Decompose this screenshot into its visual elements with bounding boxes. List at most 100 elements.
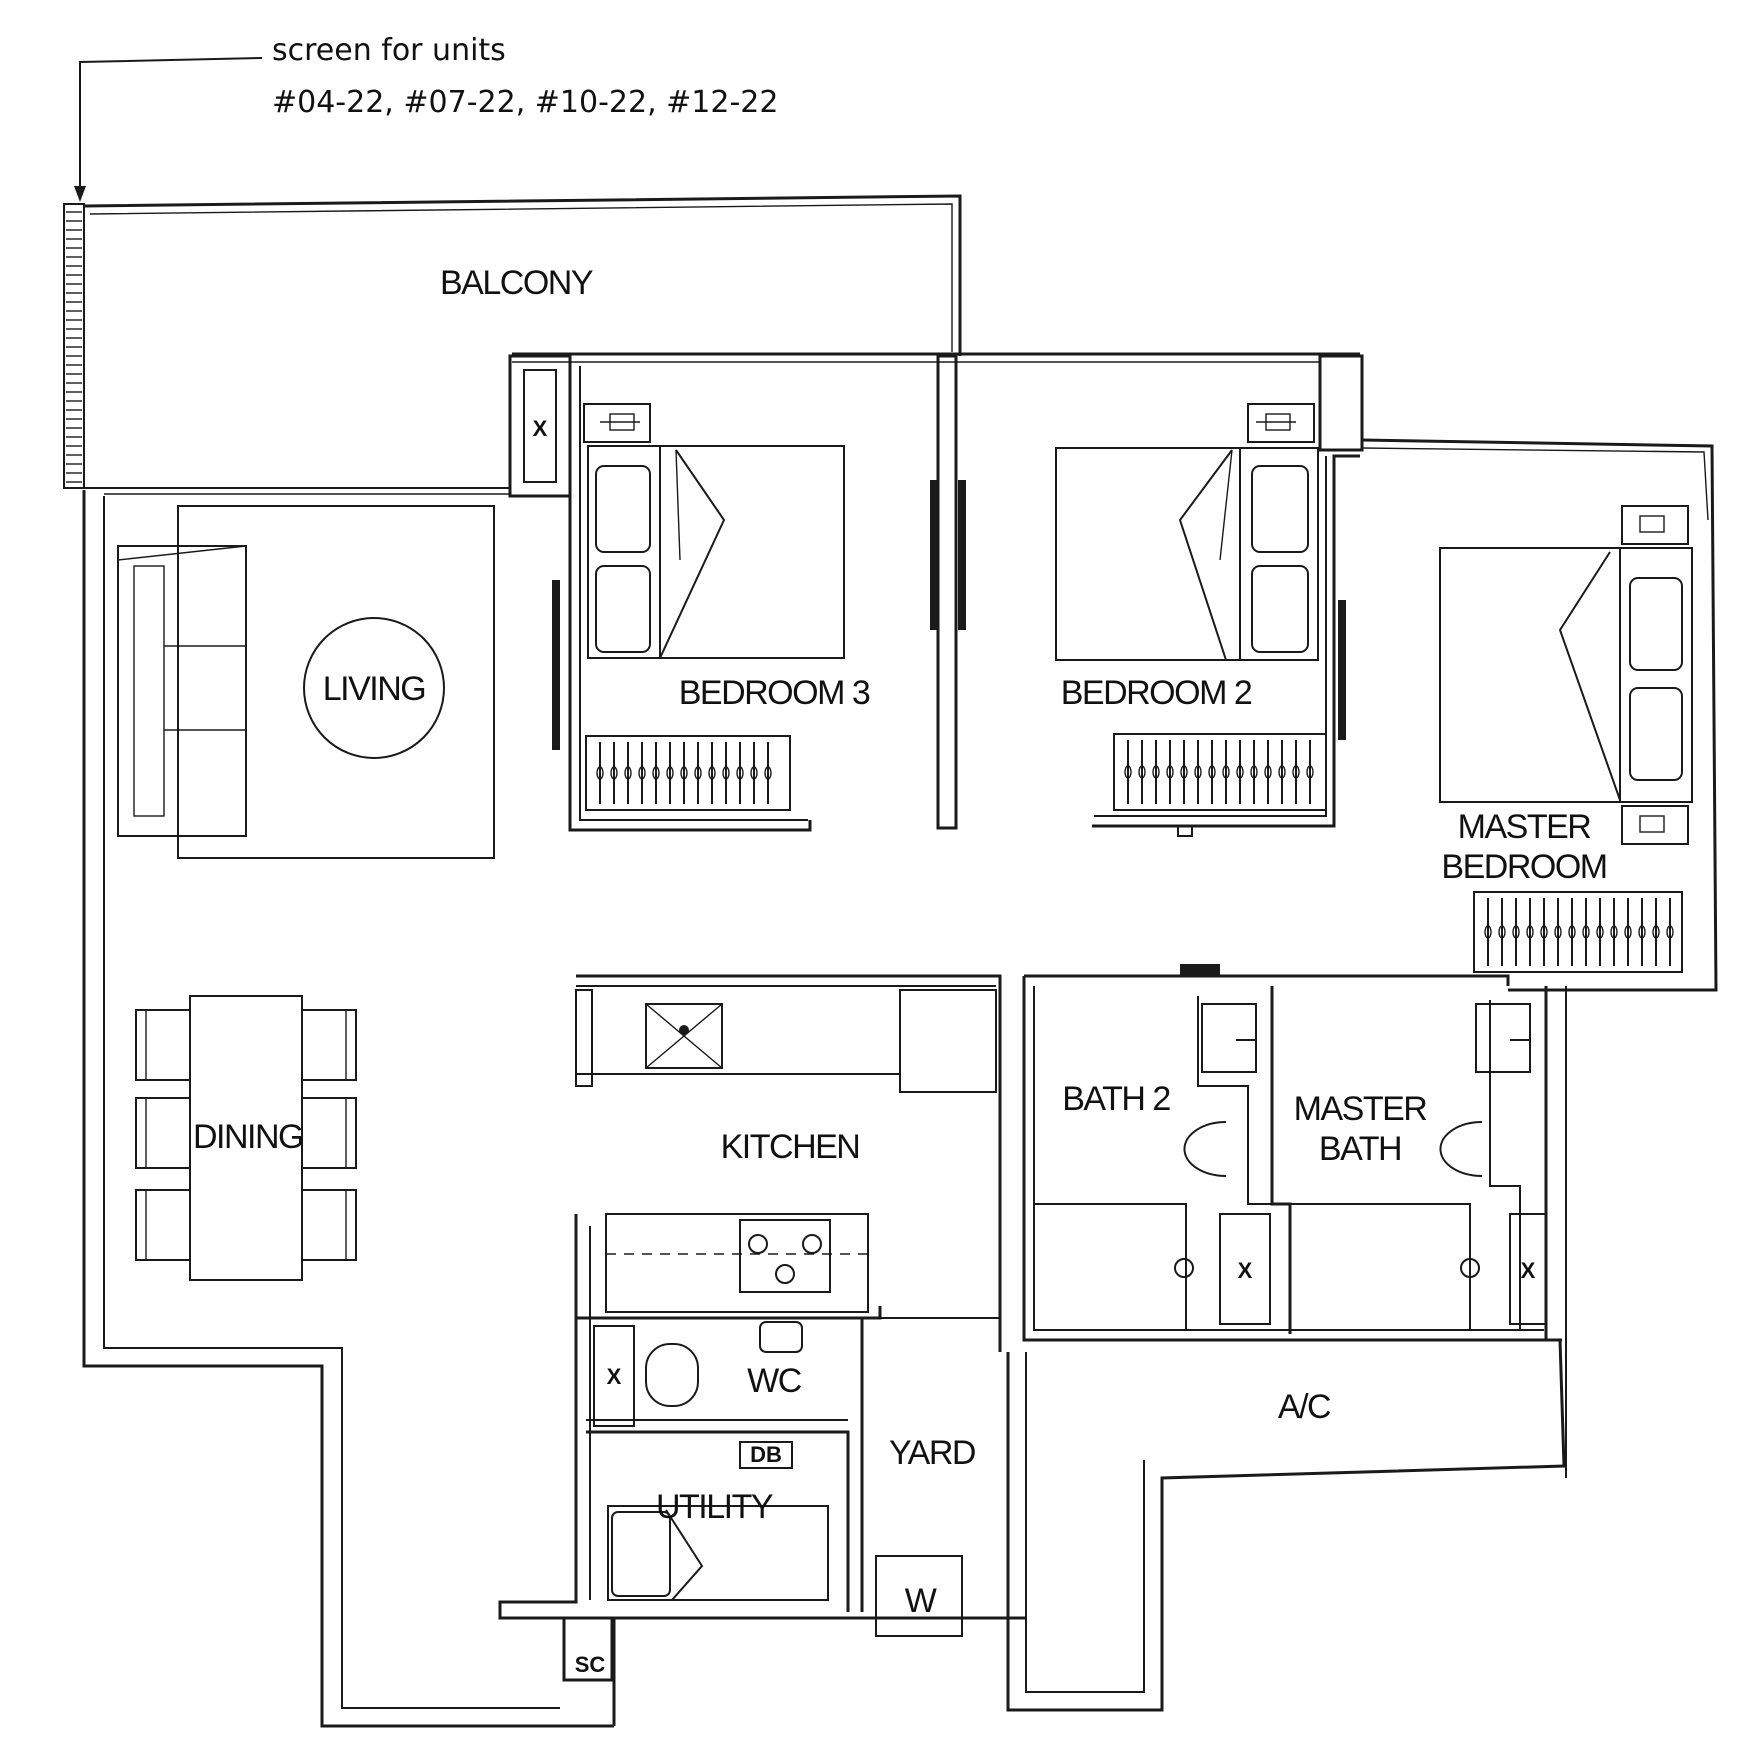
hanger-mark <box>736 766 744 780</box>
hanger-mark <box>1484 925 1492 939</box>
hanger-mark <box>1222 765 1230 779</box>
bed2-pillow <box>1251 465 1309 553</box>
sofa <box>117 545 247 837</box>
hanger-mark <box>1208 765 1216 779</box>
dining-chair <box>301 1009 357 1081</box>
dining-chair <box>135 1189 191 1261</box>
kitchen-fixtures <box>575 989 997 1313</box>
hanger-mark <box>1512 925 1520 939</box>
bed2-pillow <box>1251 565 1309 653</box>
bath2-toilet <box>1183 1121 1227 1177</box>
dining-furniture <box>135 995 357 1281</box>
label-yard: YARD <box>889 1434 975 1472</box>
label-bath2: BATH 2 <box>1062 1080 1170 1118</box>
hanger-mark <box>1194 765 1202 779</box>
label-wc: WC <box>747 1362 802 1400</box>
bed3-bed <box>587 445 845 659</box>
hanger-mark <box>722 766 730 780</box>
hob <box>739 1219 831 1293</box>
hanger-mark <box>1596 925 1604 939</box>
living-coffee-table <box>303 617 445 759</box>
wardrobe-mark: X <box>533 416 548 441</box>
dining-chair <box>301 1189 357 1261</box>
wc-shower-mark: X <box>607 1364 622 1389</box>
kitchen-sink <box>645 1003 723 1069</box>
bed3-wardrobe <box>585 735 791 811</box>
hanger-mark <box>1540 925 1548 939</box>
hanger-mark <box>1666 925 1674 939</box>
hanger-mark <box>1306 765 1314 779</box>
living-rug <box>177 505 495 859</box>
dining-chair <box>135 1097 191 1169</box>
service-fixtures: X DB W SC <box>575 1321 963 1677</box>
bed2-nightstand <box>1247 403 1315 443</box>
room-labels: BALCONY LIVING DINING BEDROOM 3 BEDROOM … <box>193 264 1608 1526</box>
hanger-mark <box>680 766 688 780</box>
bath2-basin <box>1201 1003 1257 1073</box>
hanger-mark <box>1498 925 1506 939</box>
label-master-bath-1: MASTER <box>1294 1090 1427 1128</box>
hanger-mark <box>1236 765 1244 779</box>
interior-walls: X <box>498 354 1546 1726</box>
hanger-mark <box>1610 925 1618 939</box>
master-pillow <box>1629 687 1683 781</box>
master-bath-basin <box>1475 1003 1531 1073</box>
hanger-mark <box>708 766 716 780</box>
outer-walls <box>82 194 1718 1728</box>
label-dining: DINING <box>193 1118 303 1156</box>
hanger-mark <box>1138 765 1146 779</box>
master-bedroom-furniture <box>1439 505 1693 973</box>
hanger-mark <box>694 766 702 780</box>
label-utility: UTILITY <box>656 1488 773 1526</box>
dining-chair <box>301 1097 357 1169</box>
master-pillow <box>1629 577 1683 671</box>
hanger-mark <box>1124 765 1132 779</box>
hanger-mark <box>1250 765 1258 779</box>
label-master-bedroom-1: MASTER <box>1458 808 1591 846</box>
master-bed <box>1439 547 1693 803</box>
label-ac: A/C <box>1278 1388 1331 1426</box>
hanger-mark <box>596 766 604 780</box>
screen-leader-line <box>79 57 263 196</box>
washer <box>875 1555 963 1637</box>
label-living: LIVING <box>323 670 425 708</box>
hanger-mark <box>1278 765 1286 779</box>
hanger-mark <box>1526 925 1534 939</box>
label-kitchen: KITCHEN <box>721 1128 860 1166</box>
bath2-shower <box>1219 1213 1271 1325</box>
label-master-bedroom-2: BEDROOM <box>1441 848 1606 886</box>
sc-label: SC <box>575 1652 606 1677</box>
hanger-mark <box>1166 765 1174 779</box>
wc-toilet <box>645 1343 699 1407</box>
hanger-mark <box>638 766 646 780</box>
master-bath-shower <box>1509 1213 1547 1325</box>
bed2-bed <box>1055 447 1319 661</box>
utility-bed <box>607 1505 829 1601</box>
screen-note-line1: screen for units <box>272 33 506 68</box>
balcony-screen <box>63 203 85 489</box>
hanger-mark <box>652 766 660 780</box>
db-box <box>739 1441 793 1469</box>
master-bath-shower-mark: X <box>1521 1258 1536 1283</box>
hanger-mark <box>666 766 674 780</box>
bed3-pillow <box>595 565 651 653</box>
hanger-mark <box>624 766 632 780</box>
master-wardrobe <box>1473 891 1683 973</box>
hanger-mark <box>1582 925 1590 939</box>
master-nightstand-top <box>1621 505 1689 545</box>
bed2-wardrobe <box>1113 733 1327 811</box>
hanger-mark <box>1554 925 1562 939</box>
label-balcony: BALCONY <box>440 264 593 302</box>
bedroom2-furniture <box>1055 403 1327 837</box>
hanger-mark <box>1292 765 1300 779</box>
hanger-mark <box>610 766 618 780</box>
bedroom3-furniture <box>583 403 845 811</box>
master-bath-toilet <box>1439 1121 1483 1177</box>
db-label: DB <box>750 1442 782 1467</box>
hanger-mark <box>1638 925 1646 939</box>
leader-arrow-icon <box>74 186 86 202</box>
label-bedroom3: BEDROOM 3 <box>679 674 870 712</box>
hanger-mark <box>764 766 772 780</box>
dining-chair <box>135 1009 191 1081</box>
